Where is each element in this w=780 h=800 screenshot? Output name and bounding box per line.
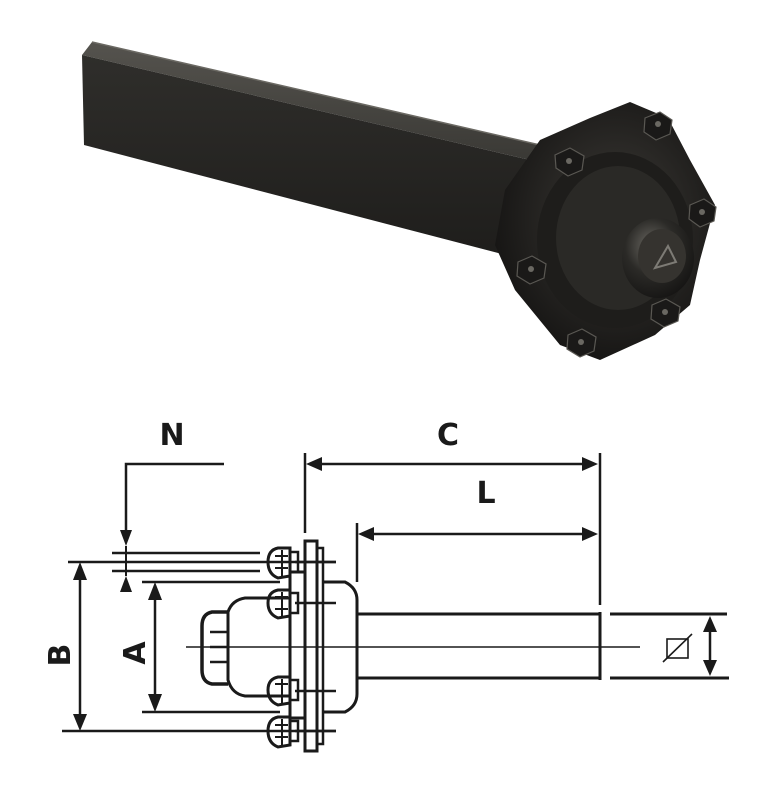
- axle-beam-top: [82, 42, 540, 160]
- wheel-nuts: [516, 111, 717, 358]
- stub-axle-photo: [82, 41, 717, 360]
- square-section-icon: [666, 638, 689, 659]
- label-b: B: [43, 644, 78, 667]
- dimension-l: [355, 523, 598, 582]
- dimension-square-section: [610, 612, 729, 680]
- dimension-a: [142, 580, 280, 714]
- dimension-c: [303, 453, 602, 605]
- wheel-nut-icon: [266, 546, 300, 580]
- brand-logo-icon: [652, 243, 678, 270]
- label-n: N: [159, 418, 184, 453]
- dimension-n: [112, 462, 260, 592]
- wheel-nut-icon: [266, 588, 300, 620]
- axle-beam-outline: [186, 612, 640, 680]
- wheel-nut-icon: [266, 675, 300, 707]
- wheel-nut-icon: [266, 715, 300, 749]
- hub-assembly: [200, 539, 359, 753]
- wheel-nut-icons: [266, 546, 300, 749]
- label-l: L: [476, 476, 495, 511]
- label-c: C: [437, 418, 459, 453]
- technical-drawing: N C L B A: [43, 418, 729, 753]
- label-a: A: [118, 641, 153, 665]
- axle-beam-side: [82, 55, 530, 260]
